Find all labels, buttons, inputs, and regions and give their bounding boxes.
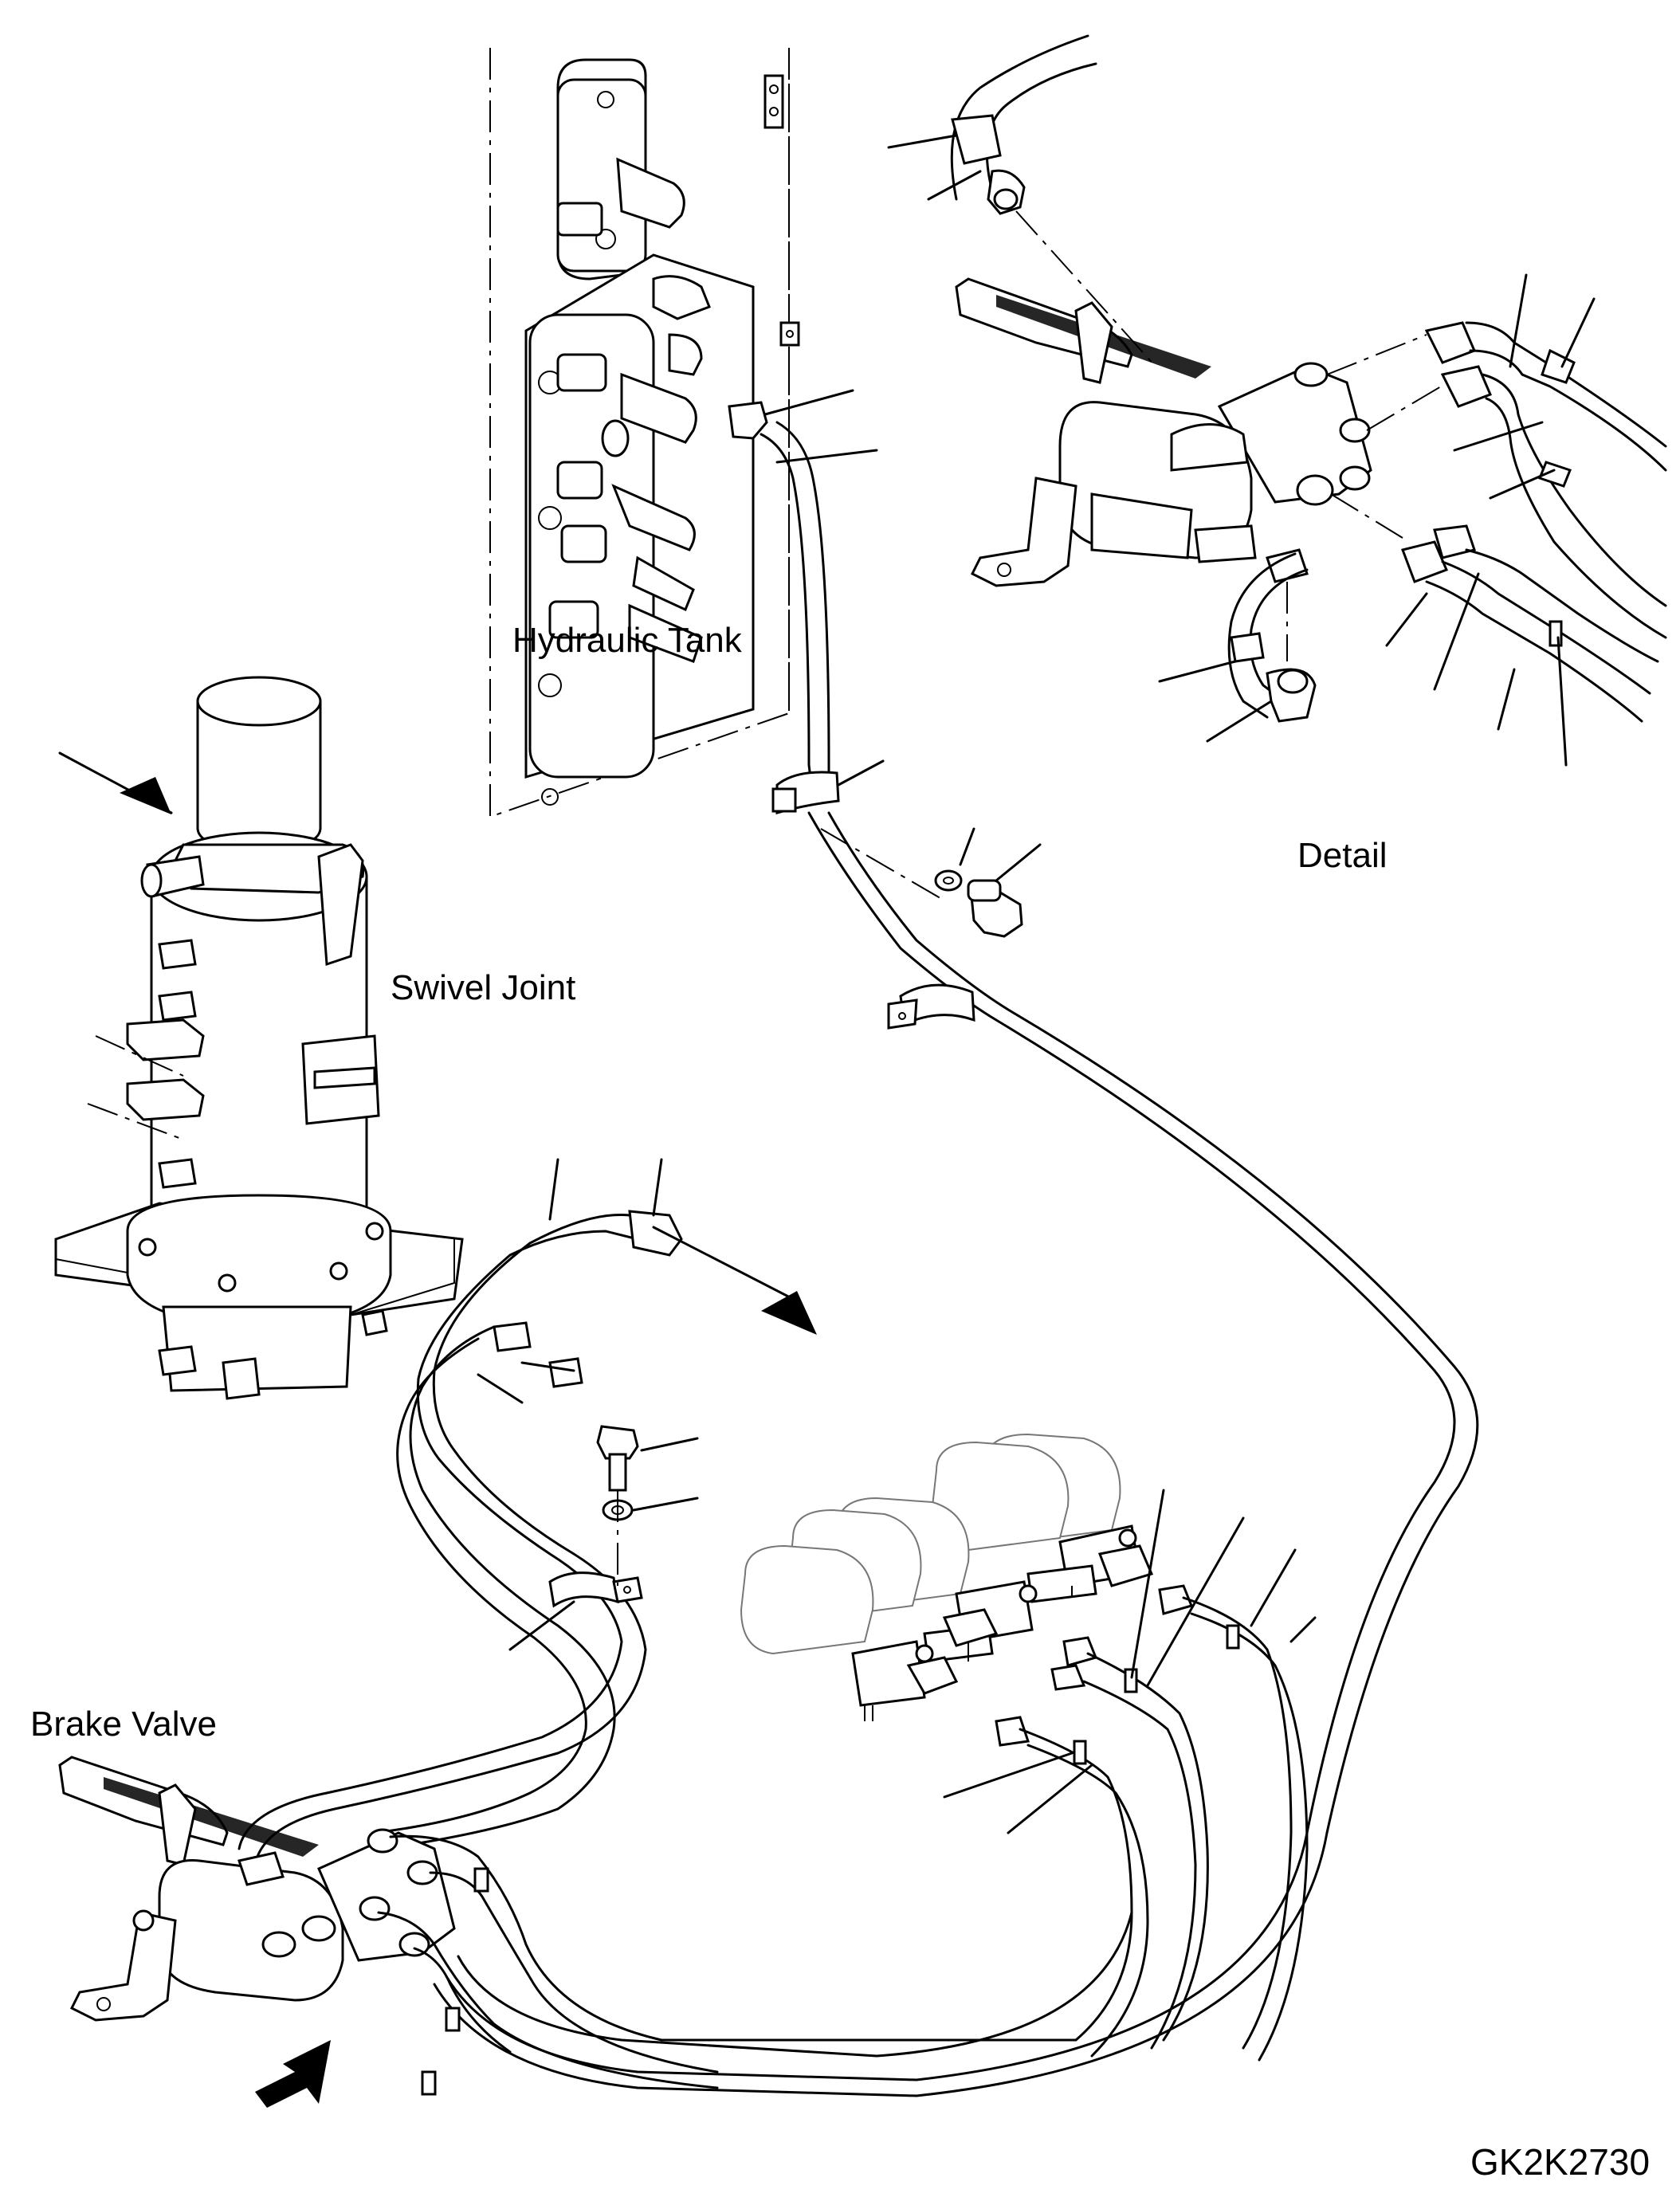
hydraulic-tank-assembly <box>489 48 878 818</box>
swivel-joint-assembly <box>54 676 464 1400</box>
detail-drain-hose <box>1158 548 1317 743</box>
detail-label: Detail <box>1297 836 1388 875</box>
accumulators <box>457 1433 1317 2062</box>
detail-brake-valve <box>955 273 1667 767</box>
brake-valve-label: Brake Valve <box>30 1705 217 1744</box>
swivel-joint-label: Swivel Joint <box>391 968 576 1007</box>
hydraulic-tank-label: Hydraulic Tank <box>512 621 742 660</box>
swivel-hoses <box>237 1158 817 1866</box>
tank-return-hose <box>433 421 1479 2097</box>
drawing-code: GK2K2730 <box>1470 2141 1651 2183</box>
brake-valve-assembly <box>58 1756 1077 2108</box>
